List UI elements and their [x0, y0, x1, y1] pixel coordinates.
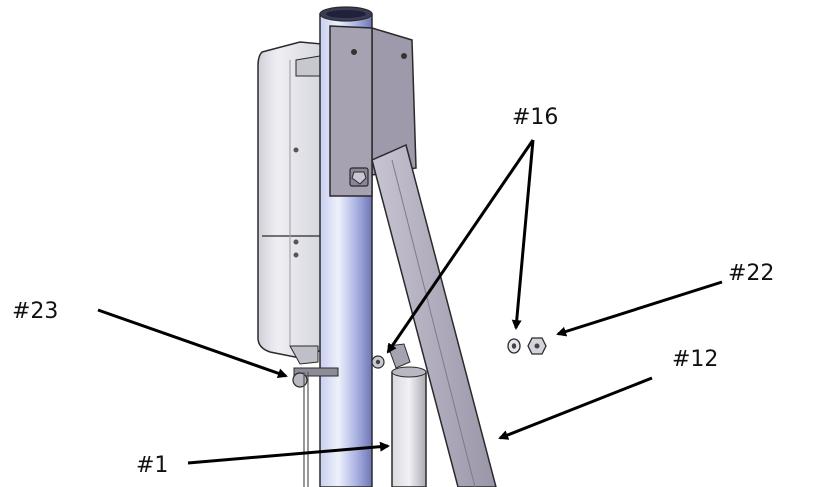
label-part-16: #16 [512, 105, 558, 130]
arrow-22 [556, 280, 723, 337]
washer-16 [507, 338, 521, 354]
part-labels: #16 #22 #23 #12 #1 [12, 105, 774, 478]
label-part-22: #22 [728, 261, 774, 286]
arrow-23 [97, 308, 288, 379]
arrow-16-to-washer [511, 139, 535, 330]
callout-arrows [97, 139, 723, 465]
mounting-bracket [329, 25, 417, 197]
arrow-1 [187, 441, 390, 465]
lower-sleeve [391, 366, 427, 487]
screw-23 [292, 367, 339, 487]
label-part-23: #23 [12, 299, 58, 324]
arrow-12 [498, 376, 653, 440]
enclosure-box [257, 41, 323, 365]
label-part-12: #12 [672, 347, 718, 372]
arrow-16-to-pole [386, 139, 535, 354]
diagonal-arm [371, 143, 497, 487]
nut-22 [527, 337, 547, 355]
label-part-1: #1 [136, 453, 168, 478]
